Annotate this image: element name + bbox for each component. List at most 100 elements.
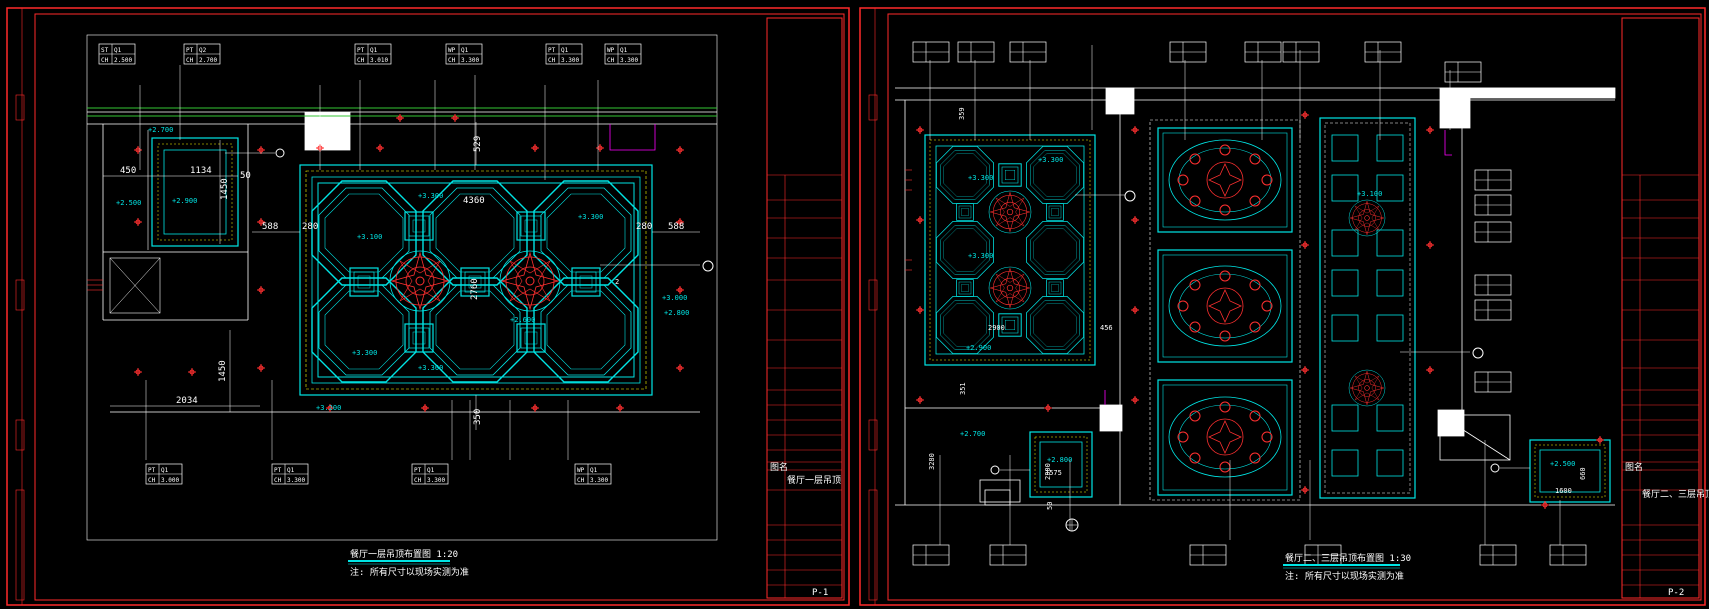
right-title-text: 餐厅二、三层吊顶布置图 1:30 bbox=[1285, 552, 1411, 564]
left-title-text: 餐厅一层吊顶布置图 1:20 bbox=[350, 548, 458, 560]
dim-text: 50 bbox=[1046, 502, 1054, 510]
tag-code: PT bbox=[548, 47, 556, 54]
left-dimensions: 450 1134 1450 1450 2034 588 588 280 280 … bbox=[120, 136, 684, 425]
dim-text: 2900 bbox=[988, 324, 1005, 332]
left-small-ceiling bbox=[147, 130, 239, 250]
right-section-markers bbox=[990, 190, 1500, 532]
tag-value: 2.700 bbox=[199, 57, 217, 64]
right-page-number: P-2 bbox=[1668, 588, 1684, 598]
tag-value: 2.500 bbox=[114, 57, 132, 64]
level-text: +2.600 bbox=[510, 316, 535, 324]
dim-text: 1575 bbox=[1045, 469, 1062, 477]
tag-code: PT bbox=[186, 47, 194, 54]
tag-code: CH bbox=[357, 57, 365, 64]
dim-text: 1450 bbox=[220, 178, 230, 200]
right-sheet-name: 餐厅二、三层吊顶 bbox=[1642, 488, 1709, 500]
dim-text: 50 bbox=[240, 171, 251, 181]
left-material-tags: ST Q1 CH 2.500 PT Q2 CH 2.700 PT Q1 CH 3… bbox=[98, 43, 642, 485]
tag-code: Q1 bbox=[561, 47, 569, 54]
level-text: +3.100 bbox=[1357, 190, 1382, 198]
tag-code: Q1 bbox=[427, 467, 435, 474]
left-title-block: 图名 餐厅一层吊顶 P-1 bbox=[766, 17, 843, 599]
svg-text:图名: 图名 bbox=[770, 461, 788, 473]
dim-text: 529 bbox=[473, 136, 483, 152]
right-leaders bbox=[929, 45, 1561, 545]
tag-value: 3.300 bbox=[590, 477, 608, 484]
tag-code: Q1 bbox=[461, 47, 469, 54]
right-drawing-title: 餐厅二、三层吊顶布置图 1:30 注: 所有尺寸以现场实测为准 bbox=[1283, 552, 1411, 582]
dim-text: 1134 bbox=[190, 166, 212, 176]
right-sheet: 图名 餐厅二、三层吊顶 P-2 bbox=[859, 7, 1709, 606]
level-text: +3.300 bbox=[578, 213, 603, 221]
left-dim-lines bbox=[103, 122, 700, 430]
tag-code: Q1 bbox=[370, 47, 378, 54]
tag-value: 3.010 bbox=[370, 57, 388, 64]
tag-code: Q1 bbox=[590, 467, 598, 474]
tag-code: Q1 bbox=[620, 47, 628, 54]
dim-text: 2 bbox=[615, 278, 619, 286]
left-drawing-title: 餐厅一层吊顶布置图 1:20 注: 所有尺寸以现场实测为准 bbox=[348, 548, 469, 578]
dim-text: 2760 bbox=[470, 278, 480, 300]
level-text: +2.900 bbox=[172, 197, 197, 205]
right-note-text: 注: 所有尺寸以现场实测为准 bbox=[1285, 570, 1404, 582]
tag-code: CH bbox=[548, 57, 556, 64]
level-text: +2.700 bbox=[960, 430, 985, 438]
dim-text: 2300 bbox=[1044, 463, 1052, 480]
tag-code: WP bbox=[448, 47, 456, 54]
level-text: +3.300 bbox=[418, 364, 443, 372]
right-oct-ceiling bbox=[924, 134, 1096, 366]
tag-code: WP bbox=[577, 467, 585, 474]
level-text: +3.300 bbox=[352, 349, 377, 357]
tag-code: PT bbox=[148, 467, 156, 474]
dim-text: 588 bbox=[262, 222, 278, 232]
tag-value: 3.300 bbox=[427, 477, 445, 484]
tag-code: Q2 bbox=[199, 47, 207, 54]
level-text: +2.900 bbox=[966, 344, 991, 352]
left-sheet-name: 餐厅一层吊顶 bbox=[787, 474, 841, 486]
level-text: +3.300 bbox=[968, 174, 993, 182]
tag-value: 3.300 bbox=[461, 57, 479, 64]
level-text: +3.300 bbox=[1038, 156, 1063, 164]
right-title-block: 图名 餐厅二、三层吊顶 P-2 bbox=[1621, 17, 1709, 599]
tag-code: CH bbox=[414, 477, 422, 484]
dim-text: 1600 bbox=[1555, 487, 1572, 495]
dim-text: 4360 bbox=[463, 196, 485, 206]
left-section-markers bbox=[275, 148, 714, 272]
tag-code: CH bbox=[274, 477, 282, 484]
left-drawing-border bbox=[86, 34, 718, 541]
tag-code: CH bbox=[607, 57, 615, 64]
right-sheet-outer-frame bbox=[859, 7, 1706, 606]
level-text: +3.200 bbox=[316, 404, 341, 412]
left-sheet: 图名 餐厅一层吊顶 P-1 bbox=[6, 7, 850, 606]
level-text: +2.800 bbox=[1047, 456, 1072, 464]
tag-value: 3.300 bbox=[561, 57, 579, 64]
level-text: +3.000 bbox=[662, 294, 687, 302]
dim-text: 350 bbox=[473, 409, 483, 425]
dim-text: 2034 bbox=[176, 396, 198, 406]
left-walls bbox=[87, 111, 717, 413]
left-sheet-inner-frame bbox=[34, 13, 845, 601]
tag-code: Q1 bbox=[287, 467, 295, 474]
svg-text:图名: 图名 bbox=[1625, 461, 1643, 473]
dim-text: 660 bbox=[1579, 467, 1587, 480]
tag-code: ST bbox=[101, 47, 109, 54]
level-text: +2.500 bbox=[1550, 460, 1575, 468]
tag-code: Q1 bbox=[114, 47, 122, 54]
tag-code: PT bbox=[357, 47, 365, 54]
tag-value: 3.300 bbox=[620, 57, 638, 64]
dim-text: 351 bbox=[959, 382, 967, 395]
right-walls bbox=[895, 87, 1616, 506]
dim-text: 450 bbox=[120, 166, 136, 176]
left-note-text: 注: 所有尺寸以现场实测为准 bbox=[350, 566, 469, 578]
tag-code: CH bbox=[577, 477, 585, 484]
level-text: +3.300 bbox=[968, 252, 993, 260]
left-green-lines bbox=[87, 107, 717, 117]
right-grid-ceiling bbox=[1319, 117, 1416, 499]
dim-text: 588 bbox=[668, 222, 684, 232]
level-text: +2.700 bbox=[148, 126, 173, 134]
tag-code: Q1 bbox=[161, 467, 169, 474]
tag-code: CH bbox=[448, 57, 456, 64]
right-medallion-ceilings bbox=[1149, 119, 1301, 501]
dim-text: 1450 bbox=[218, 360, 228, 382]
